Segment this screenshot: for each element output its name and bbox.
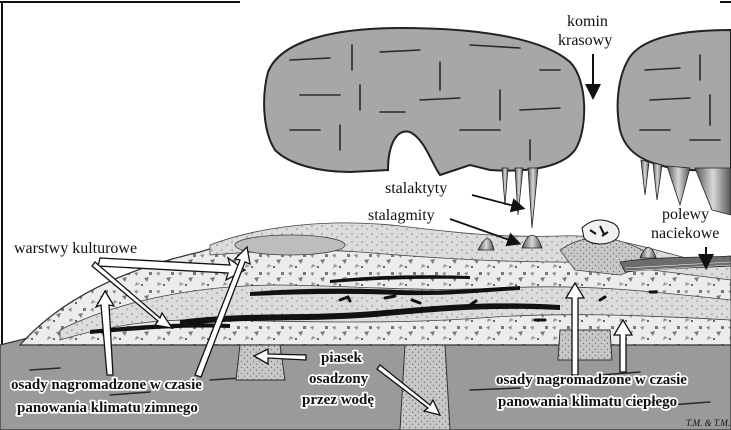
- label-cold-line2: panowania klimatu zimnego: [17, 400, 198, 416]
- label-warstwy: warstwy kulturowe: [14, 240, 137, 257]
- label-stalagmity: stalagmity: [368, 207, 435, 224]
- label-piasek-line2: osadzony: [309, 371, 369, 387]
- label-warm-line1: osady nagromadzone w czasie: [496, 372, 687, 388]
- author-signature: T.M. & T.M.: [686, 418, 730, 428]
- label-piasek-line3: przez wodę: [302, 392, 374, 408]
- label-stalaktyty: stalaktyty: [385, 180, 447, 197]
- label-polewy-line2: naciekowe: [651, 225, 719, 242]
- label-piasek-line1: piasek: [321, 350, 363, 366]
- rock-ceiling-right: [618, 30, 731, 170]
- label-komin-line1: komin: [567, 13, 608, 30]
- label-warm-line2: panowania klimatu ciepłego: [498, 394, 677, 410]
- label-cold-line1: osady nagromadzone w czasie: [11, 377, 202, 393]
- bones-cluster: [582, 220, 619, 244]
- rock-ceiling-left: [264, 28, 584, 175]
- label-komin-line2: krasowy: [558, 32, 612, 49]
- label-polewy-line1: polewy: [662, 206, 709, 223]
